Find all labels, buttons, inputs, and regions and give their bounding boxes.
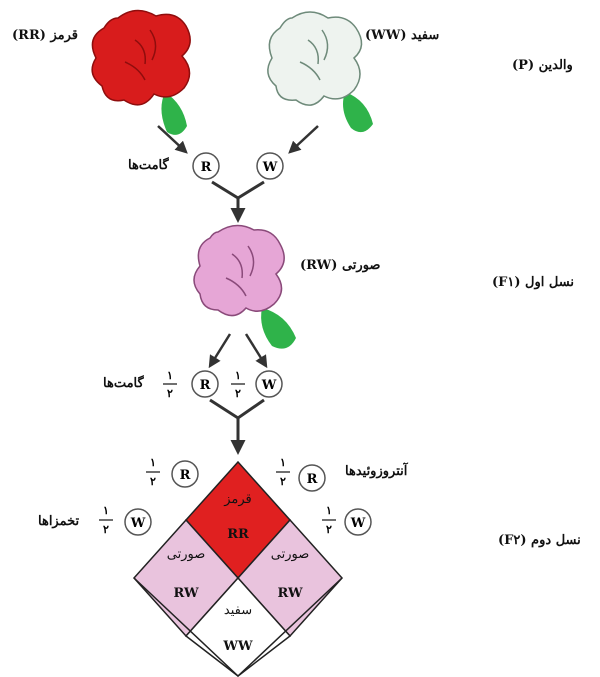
svg-text:٢: ٢ <box>235 387 241 400</box>
sperm-r-2: R <box>298 464 326 492</box>
svg-text:R: R <box>307 472 318 487</box>
gametes-label-1: گامت‌ها <box>128 158 169 173</box>
gametes-label-2: گامت‌ها <box>103 376 144 391</box>
fraction-gametes-left: ١ ٢ <box>163 369 177 400</box>
fraction-sperm-right: ١ ٢ <box>276 456 290 488</box>
white-parent-label: سفید (WW) <box>365 28 440 43</box>
arrow-f1-to-w <box>244 333 268 369</box>
svg-text:٢: ٢ <box>326 523 332 536</box>
svg-text:١: ١ <box>280 456 286 469</box>
cell-bottom-phenotype: سفید <box>224 603 252 618</box>
svg-text:W: W <box>350 516 366 531</box>
svg-text:٢: ٢ <box>150 475 156 488</box>
fraction-sperm-left: ١ ٢ <box>146 456 160 488</box>
svg-text:W: W <box>261 378 277 393</box>
svg-text:١: ١ <box>167 369 173 382</box>
fraction-egg-left: ١ ٢ <box>99 504 113 536</box>
svg-text:١: ١ <box>150 456 156 469</box>
svg-text:R: R <box>201 160 212 175</box>
cell-bottom-genotype: WW <box>222 639 253 654</box>
gamete-r-2: R <box>191 370 219 398</box>
arrow-f1-to-r <box>208 333 232 369</box>
f2-generation-label: نسل دوم (F٢) <box>498 533 581 548</box>
egg-w-2: W <box>344 508 372 536</box>
cell-left-phenotype: صورتی <box>167 547 206 562</box>
svg-text:١: ١ <box>103 504 109 517</box>
svg-text:W: W <box>262 160 278 175</box>
svg-text:٢: ٢ <box>103 523 109 536</box>
svg-text:١: ١ <box>235 369 241 382</box>
merge-lines <box>211 180 265 200</box>
svg-text:٢: ٢ <box>280 475 286 488</box>
svg-text:R: R <box>180 468 191 483</box>
svg-text:٢: ٢ <box>167 387 173 400</box>
cell-right-genotype: RW <box>277 586 303 601</box>
arrow-white-to-gamete <box>288 125 319 154</box>
gamete-w-2: W <box>255 370 283 398</box>
gamete-r-1: R <box>192 152 220 180</box>
red-flower <box>91 9 191 135</box>
f1-flower-label: صورتی (RW) <box>300 258 381 273</box>
cell-right-phenotype: صورتی <box>271 547 310 562</box>
fraction-gametes-middle: ١ ٢ <box>231 369 245 400</box>
svg-text:R: R <box>200 378 211 393</box>
gamete-w-1: W <box>256 152 284 180</box>
cell-left-genotype: RW <box>173 586 199 601</box>
arrow-red-to-gamete <box>157 125 188 154</box>
punnett-square <box>132 460 344 677</box>
sperm-r: R <box>171 460 199 488</box>
merge-lines-2 <box>209 398 265 420</box>
f1-generation-label: نسل اول (F١) <box>492 275 574 290</box>
cell-top-genotype: RR <box>227 527 249 542</box>
sperm-label: آنتروزوئیدها <box>345 464 408 479</box>
red-parent-label: قرمز (RR) <box>12 28 78 43</box>
cell-top-phenotype: قرمز <box>223 492 252 507</box>
svg-text:W: W <box>130 516 146 531</box>
parents-generation-label: والدین (P) <box>512 58 573 73</box>
fraction-egg-right: ١ ٢ <box>322 504 336 536</box>
white-flower <box>267 11 373 133</box>
egg-w: W <box>124 508 152 536</box>
eggs-label: تخمزاها <box>38 514 80 529</box>
svg-text:١: ١ <box>326 504 332 517</box>
pink-flower <box>193 224 296 349</box>
